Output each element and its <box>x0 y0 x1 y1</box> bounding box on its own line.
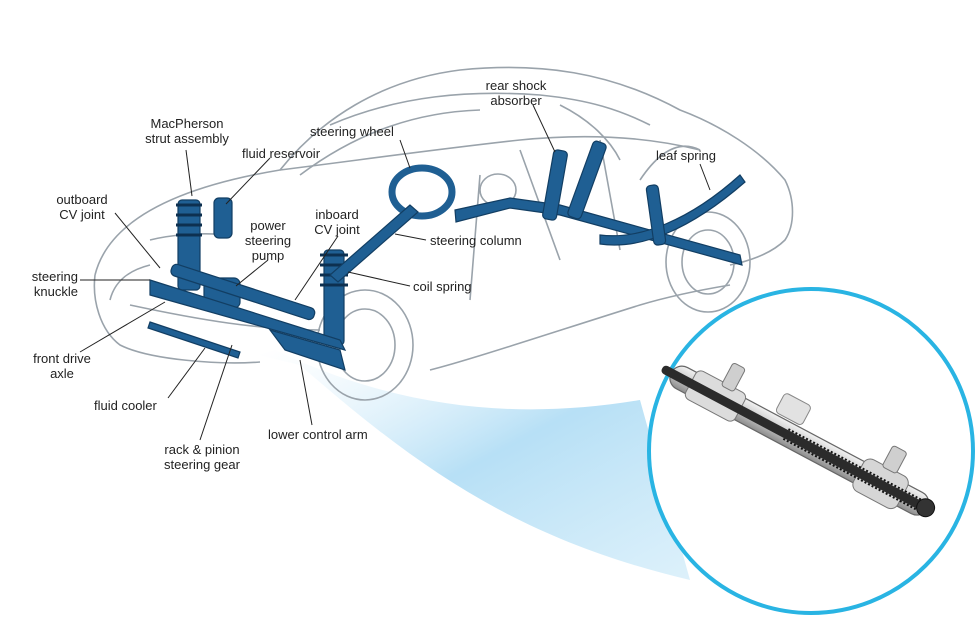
label-fluid-reservoir: fluid reservoir <box>242 146 321 161</box>
label-line: steering <box>31 269 78 284</box>
label-line: rear shock <box>485 78 547 93</box>
label-lower-control-arm: lower control arm <box>268 427 368 442</box>
label-front-drive-axle: front drive axle <box>22 351 102 381</box>
label-line: knuckle <box>33 284 78 299</box>
leader-lines <box>79 104 711 441</box>
rack-pinion-callout <box>647 287 975 615</box>
label-fluid-cooler: fluid cooler <box>94 398 157 413</box>
label-line: power <box>250 218 286 233</box>
label-leaf-spring: leaf spring <box>656 148 716 163</box>
label-line: strut assembly <box>145 131 229 146</box>
label-line: CV joint <box>59 207 105 222</box>
label-rear-shock-absorber: rear shock absorber <box>474 78 558 108</box>
label-line: front drive <box>33 351 91 366</box>
suspension-parts <box>147 140 746 371</box>
label-line: steering gear <box>164 457 240 472</box>
label-coil-spring: coil spring <box>413 279 472 294</box>
label-line: inboard <box>315 207 359 222</box>
label-line: outboard <box>56 192 108 207</box>
label-line: rack & pinion <box>164 442 240 457</box>
rack-pinion-detail <box>661 362 936 518</box>
label-line: CV joint <box>314 222 360 237</box>
label-rack-pinion-steering-gear: rack & pinion steering gear <box>150 442 254 472</box>
label-power-steering-pump: power steering pump <box>236 218 300 263</box>
label-steering-column: steering column <box>430 233 522 248</box>
label-steering-wheel: steering wheel <box>310 124 394 139</box>
callout-beam <box>258 350 690 580</box>
label-line: absorber <box>490 93 542 108</box>
label-steering-knuckle: steering knuckle <box>18 269 78 299</box>
label-line: pump <box>251 248 285 263</box>
label-line: axle <box>50 366 74 381</box>
label-macpherson-strut: MacPherson strut assembly <box>128 116 246 146</box>
label-line: steering <box>244 233 292 248</box>
label-outboard-cv-joint: outboard CV joint <box>44 192 120 222</box>
label-inboard-cv-joint: inboard CV joint <box>302 207 372 237</box>
label-line: MacPherson <box>150 116 224 131</box>
